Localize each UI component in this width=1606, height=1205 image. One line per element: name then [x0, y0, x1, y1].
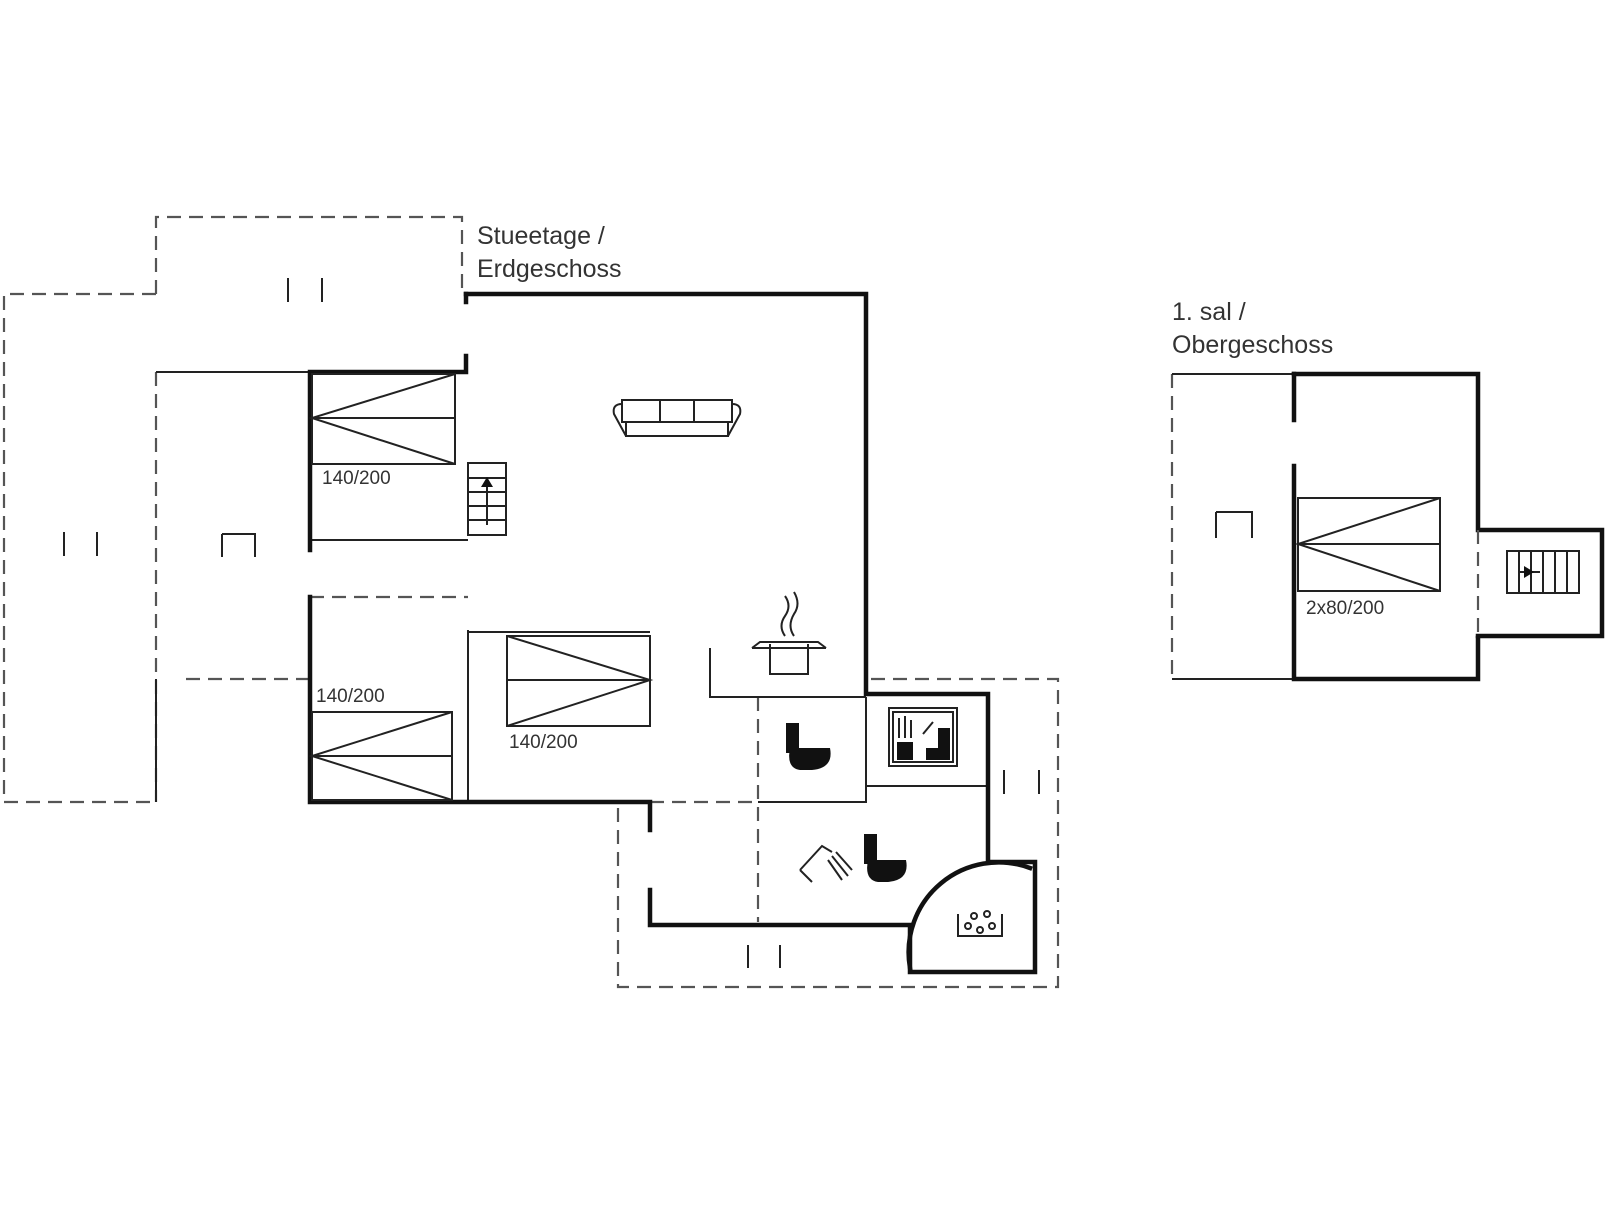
bed-symbol	[308, 373, 456, 465]
bed-size-label: 140/200	[322, 468, 391, 489]
bed-symbol	[506, 635, 654, 727]
sauna-icon	[888, 707, 958, 767]
ground-floor-label: Stueetage / Erdgeschoss	[477, 220, 622, 286]
bed-size-label: 140/200	[316, 686, 385, 707]
thin-walls	[155, 371, 986, 803]
first-floor-plan	[1170, 371, 1605, 682]
bed-symbol	[1294, 497, 1441, 592]
terrace-outline-north-west	[2, 215, 464, 804]
exterior-walls	[307, 291, 1038, 975]
bed-size-label: 2x80/200	[1306, 598, 1385, 619]
first-floor-label: 1. sal / Obergeschoss	[1172, 296, 1333, 362]
cooking-pot-icon	[751, 591, 827, 675]
terrace-outline-south-east	[616, 677, 1060, 989]
toilet-icon	[786, 723, 831, 770]
shower-icon	[799, 844, 853, 883]
bed-symbol	[308, 711, 453, 801]
whirlpool-icon	[906, 860, 1033, 971]
stairs-icon	[1506, 550, 1580, 594]
bed-size-label: 140/200	[509, 732, 578, 753]
sofa-icon	[612, 399, 742, 437]
first-floor-label-line2: Obergeschoss	[1172, 331, 1334, 359]
stairs-up-icon	[467, 462, 507, 536]
window-marks	[63, 278, 1040, 968]
first-floor-label-line1: 1. sal /	[1172, 298, 1246, 326]
ground-floor-label-line1: Stueetage /	[477, 222, 605, 250]
toilet-icon	[864, 834, 907, 882]
interior-openings	[154, 372, 760, 922]
ground-floor-label-line2: Erdgeschoss	[477, 255, 622, 283]
ground-floor-plan	[2, 215, 1060, 989]
